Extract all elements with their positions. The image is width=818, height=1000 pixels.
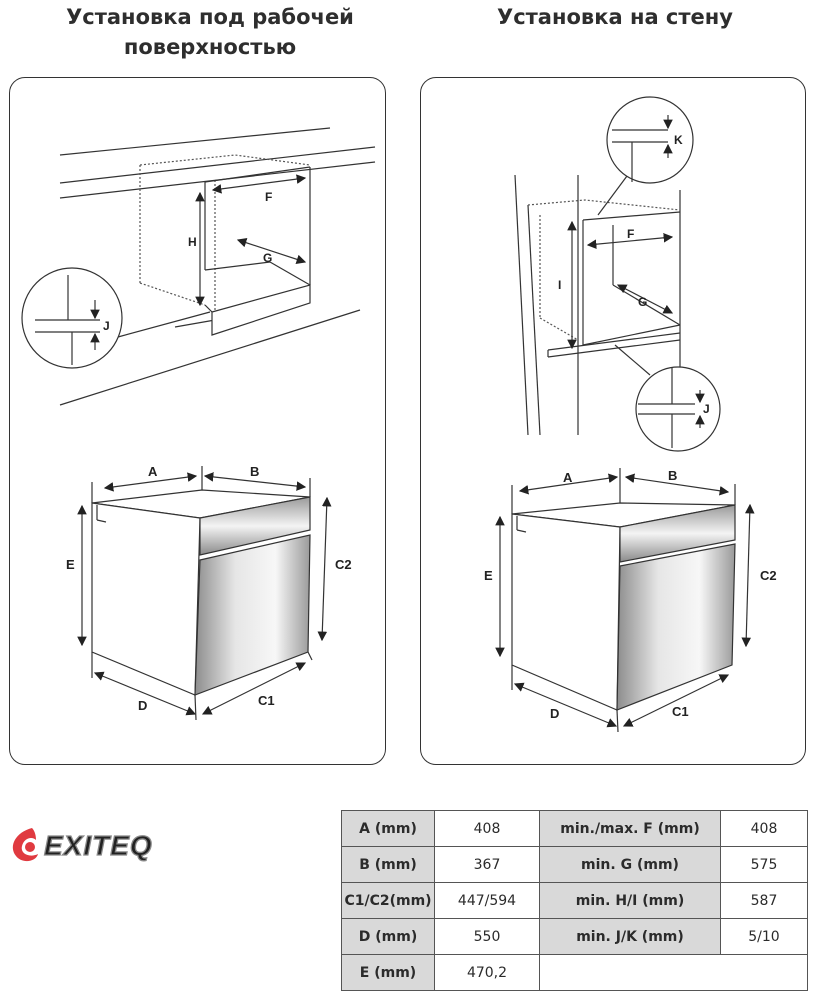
cell-label: D (mm) xyxy=(341,918,435,955)
dim-label-B-left: B xyxy=(250,464,259,479)
dim-label-C2-right: C2 xyxy=(760,568,777,583)
spec-table: A (mm) 408 min./max. F (mm) 408 B (mm) 3… xyxy=(341,810,808,991)
cell-value: 408 xyxy=(720,810,808,847)
flame-icon: EXITEQ xyxy=(12,828,153,862)
left-section-title: Установка под рабочей поверхностью xyxy=(20,2,400,62)
cell-label: min./max. F (mm) xyxy=(539,810,721,847)
cell-value: 470,2 xyxy=(434,954,540,991)
dim-label-B-right: B xyxy=(668,468,677,483)
table-row: C1/C2(mm) 447/594 min. H/I (mm) 587 xyxy=(341,882,808,919)
table-row: B (mm) 367 min. G (mm) 575 xyxy=(341,846,808,883)
cell-value: 550 xyxy=(434,918,540,955)
label-I: I xyxy=(558,278,561,292)
dim-label-A-right: A xyxy=(563,470,573,485)
left-panel xyxy=(9,77,386,765)
cell-label: min. H/I (mm) xyxy=(539,882,721,919)
cell-value: 575 xyxy=(720,846,808,883)
label-G-right: G xyxy=(638,295,647,309)
cell-label: C1/C2(mm) xyxy=(341,882,435,919)
dim-label-C1-right: C1 xyxy=(672,704,689,719)
cell-label: B (mm) xyxy=(341,846,435,883)
cell-label: A (mm) xyxy=(341,810,435,847)
cell-value: 447/594 xyxy=(434,882,540,919)
left-title-line1: Установка под рабочей xyxy=(66,5,354,29)
cell-empty xyxy=(539,954,808,991)
right-panel xyxy=(420,77,806,765)
wall-column-diagram xyxy=(514,96,721,452)
label-K: K xyxy=(674,133,683,147)
dim-label-A-left: A xyxy=(148,464,158,479)
cell-value: 367 xyxy=(434,846,540,883)
cell-label: min. J/K (mm) xyxy=(539,918,721,955)
dim-label-D-right: D xyxy=(550,706,559,721)
label-F-right: F xyxy=(627,227,634,241)
cell-label: min. G (mm) xyxy=(539,846,721,883)
oven-dimensions-left xyxy=(77,466,332,721)
brand-logo: EXITEQ xyxy=(6,822,176,870)
dim-label-E-left: E xyxy=(66,557,75,572)
label-G-left: G xyxy=(263,251,272,265)
label-J-left: J xyxy=(103,319,110,333)
label-J-right: J xyxy=(703,402,710,416)
under-counter-diagram xyxy=(21,127,376,406)
cell-value: 408 xyxy=(434,810,540,847)
label-F-left: F xyxy=(265,190,272,204)
dim-label-E-right: E xyxy=(484,568,493,583)
brand-name: EXITEQ xyxy=(44,830,153,861)
table-row: A (mm) 408 min./max. F (mm) 408 xyxy=(341,810,808,847)
right-section-title: Установка на стену xyxy=(497,5,733,29)
left-title-line2: поверхностью xyxy=(123,35,297,59)
dim-label-D-left: D xyxy=(138,698,147,713)
dim-label-C1-left: C1 xyxy=(258,693,275,708)
cell-label: E (mm) xyxy=(341,954,435,991)
cell-value: 587 xyxy=(720,882,808,919)
oven-dimensions-right xyxy=(495,468,755,733)
label-H: H xyxy=(188,235,197,249)
table-row: E (mm) 470,2 xyxy=(341,954,808,991)
cell-value: 5/10 xyxy=(720,918,808,955)
table-row: D (mm) 550 min. J/K (mm) 5/10 xyxy=(341,918,808,955)
dim-label-C2-left: C2 xyxy=(335,557,352,572)
